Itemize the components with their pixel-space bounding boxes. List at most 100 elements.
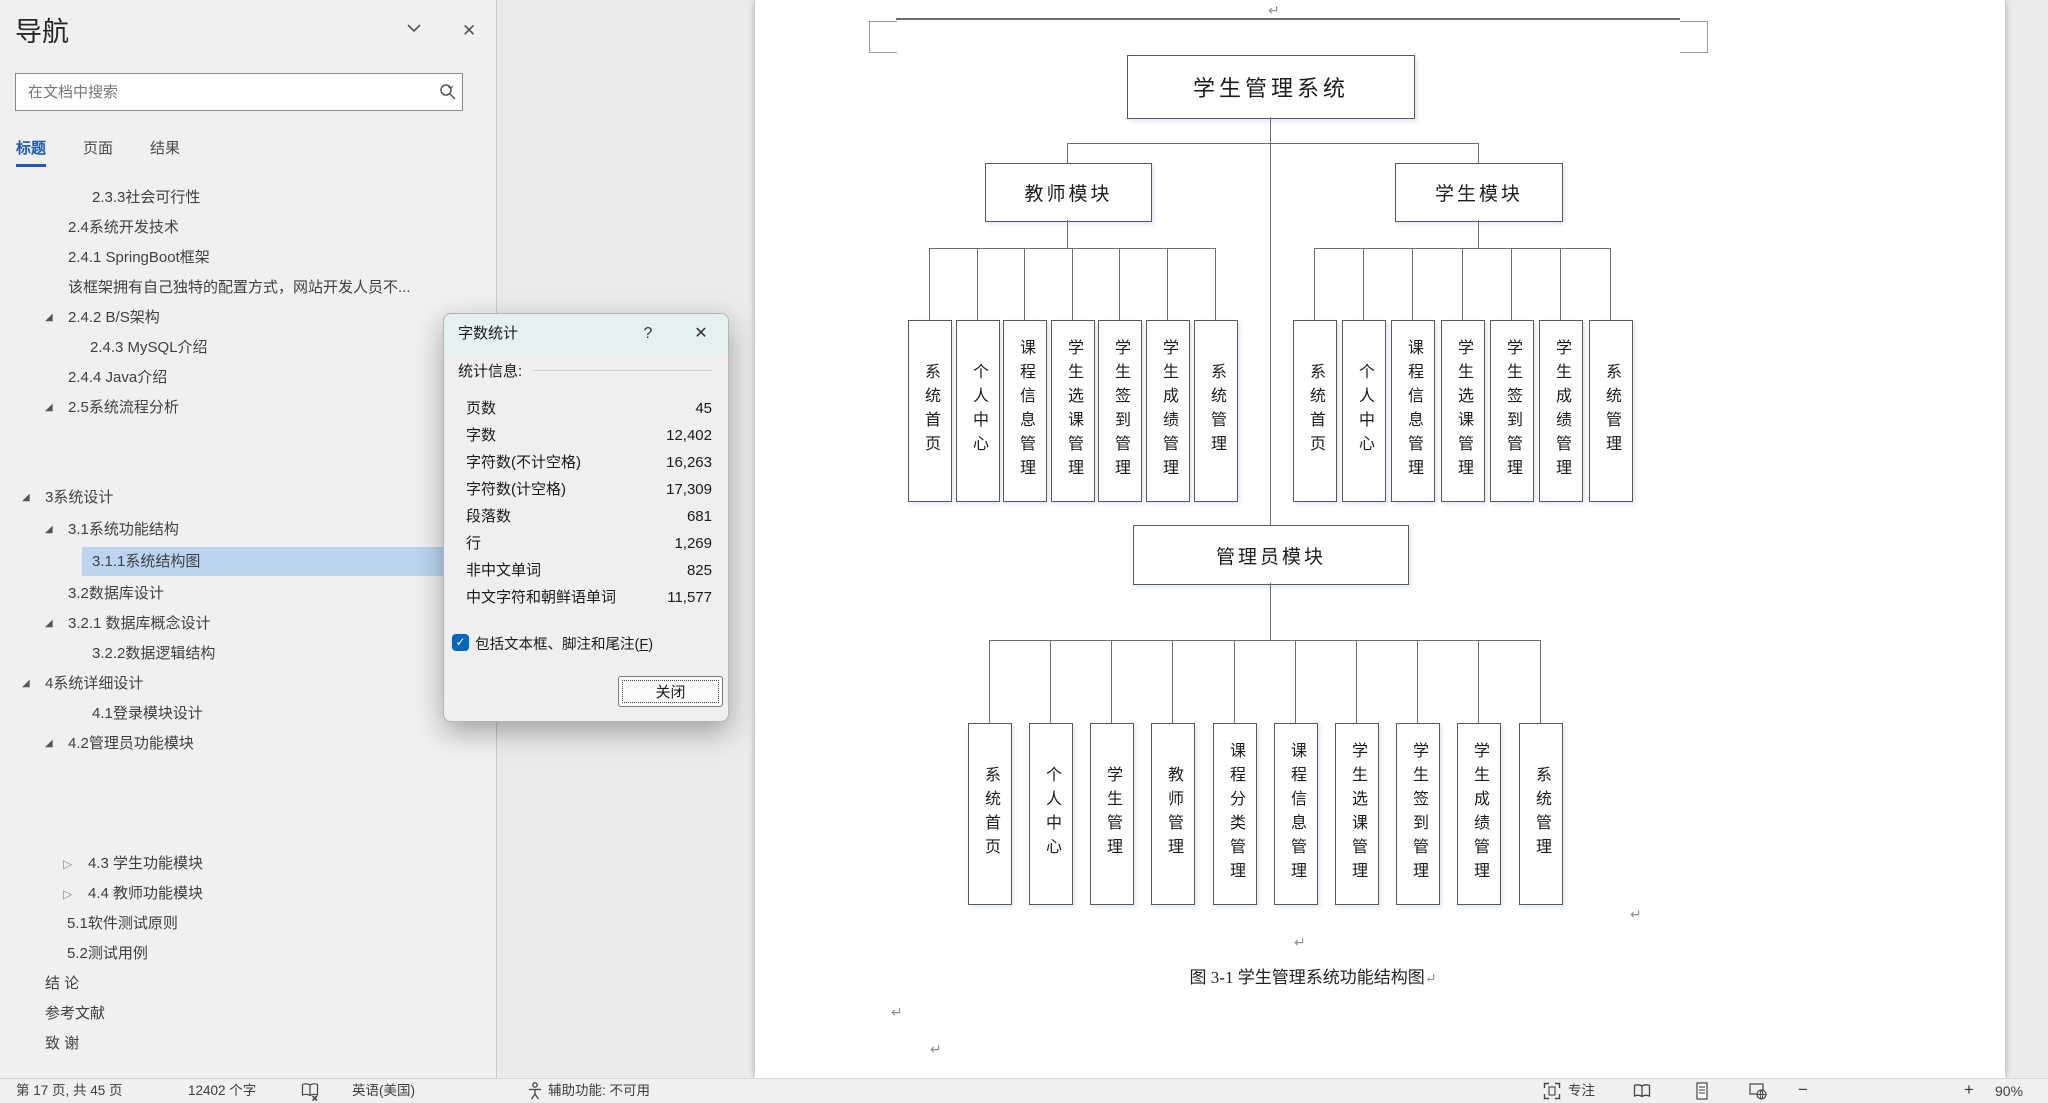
search-input[interactable]	[26, 78, 410, 106]
orgchart-leaf-box: 个人中心	[956, 320, 1000, 502]
leaf-label: 课程信息管理	[1405, 339, 1422, 483]
search-icon[interactable]	[438, 82, 458, 107]
tab-pages[interactable]: 页面	[83, 140, 114, 157]
connector-line	[1363, 248, 1364, 320]
outline-item[interactable]: 参考文献	[45, 1005, 106, 1022]
orgchart-leaf-box: 学生成绩管理	[1146, 320, 1190, 502]
checkbox-label-text: )	[648, 637, 654, 653]
collapse-triangle-icon[interactable]: ▷	[63, 857, 73, 871]
outline-item[interactable]: 3.2数据库设计	[68, 585, 164, 602]
expand-triangle-icon[interactable]: ◢	[45, 402, 53, 413]
zoom-level[interactable]: 90%	[1995, 1083, 2024, 1099]
outline-item[interactable]: 2.4.1 SpringBoot框架	[68, 249, 210, 266]
outline-item[interactable]: 4.3 学生功能模块	[88, 855, 204, 872]
read-mode-icon[interactable]	[1632, 1081, 1652, 1103]
focus-mode-label[interactable]: 专注	[1568, 1083, 1595, 1098]
outline-item[interactable]: 结 论	[45, 975, 80, 992]
leaf-label: 学生选课管理	[1455, 339, 1472, 483]
web-layout-icon[interactable]	[1748, 1081, 1768, 1103]
connector-line	[1119, 248, 1120, 320]
outline-item[interactable]: 2.4.2 B/S架构	[68, 309, 160, 326]
outline-item[interactable]: 2.4.3 MySQL介绍	[90, 339, 208, 356]
outline-item[interactable]: 2.5系统流程分析	[68, 399, 179, 416]
page-indicator[interactable]: 第 17 页, 共 45 页	[16, 1083, 123, 1098]
accessibility-icon[interactable]	[525, 1081, 545, 1103]
paragraph-mark: ↵	[1268, 2, 1280, 18]
connector-line	[1417, 640, 1418, 723]
outline-item[interactable]: 2.3.3社会可行性	[92, 189, 201, 206]
proofing-status-icon[interactable]	[300, 1081, 320, 1103]
dialog-title: 字数统计	[458, 325, 519, 342]
stat-value: 825	[686, 562, 712, 579]
close-button[interactable]: 关闭	[618, 676, 723, 707]
stat-label: 行	[466, 535, 482, 552]
search-options-chevron-icon[interactable]: ⌄	[445, 77, 456, 92]
tab-results[interactable]: 结果	[150, 140, 181, 157]
connector-line	[1172, 640, 1173, 723]
outline-item-selected[interactable]: 3.1.1系统结构图	[92, 553, 201, 570]
dialog-help-icon[interactable]: ?	[643, 325, 653, 342]
nav-collapse-chevron-icon[interactable]	[404, 18, 424, 43]
dialog-titlebar: 字数统计 ? ✕	[444, 314, 728, 354]
expand-triangle-icon[interactable]: ◢	[45, 618, 53, 629]
connector-line	[1560, 248, 1561, 320]
stat-value: 17,309	[666, 481, 712, 498]
orgchart-leaf-box: 学生签到管理	[1396, 723, 1440, 905]
connector-line	[989, 640, 1540, 641]
outline-item[interactable]: 4系统详细设计	[45, 675, 144, 692]
outline-item[interactable]: 3.2.2数据逻辑结构	[92, 645, 216, 662]
outline-item[interactable]: 2.4.4 Java介绍	[68, 369, 168, 386]
zoom-out-button[interactable]: −	[1798, 1080, 1808, 1099]
include-textboxes-checkbox[interactable]: ✓	[452, 634, 469, 651]
outline-item[interactable]: 5.1软件测试原则	[67, 915, 178, 932]
status-bar: 第 17 页, 共 45 页 12402 个字 英语(美国) 辅助功能: 不可用…	[0, 1078, 2048, 1103]
dialog-close-icon[interactable]: ✕	[694, 325, 708, 342]
outline-item-snippet[interactable]: 该框架拥有自己独特的配置方式，网站开发人员不...	[68, 279, 411, 296]
leaf-label: 学生签到管理	[1112, 339, 1129, 483]
leaf-label: 系统管理	[1603, 363, 1620, 459]
leaf-label: 学生签到管理	[1410, 742, 1427, 886]
leaf-label: 系统管理	[1533, 766, 1550, 862]
outline-item[interactable]: 4.1登录模块设计	[92, 705, 203, 722]
leaf-label: 学生成绩管理	[1471, 742, 1488, 886]
outline-item[interactable]: 5.2测试用例	[67, 945, 148, 962]
expand-triangle-icon[interactable]: ◢	[45, 524, 53, 535]
connector-line	[1478, 220, 1479, 248]
connector-line	[929, 248, 930, 320]
orgchart-leaf-box: 学生成绩管理	[1539, 320, 1583, 502]
outline-item[interactable]: 致 谢	[45, 1035, 80, 1052]
outline-item[interactable]: 2.4系统开发技术	[68, 219, 179, 236]
paragraph-mark: ↵	[930, 1041, 942, 1057]
leaf-label: 个人中心	[1356, 363, 1373, 459]
outline-item[interactable]: 3.2.1 数据库概念设计	[68, 615, 211, 632]
connector-line	[1024, 248, 1025, 320]
leaf-label: 课程信息管理	[1017, 339, 1034, 483]
outline-item[interactable]: 3系统设计	[45, 489, 114, 506]
tab-headings[interactable]: 标题	[16, 137, 47, 167]
expand-triangle-icon[interactable]: ◢	[45, 312, 53, 323]
accessibility-status[interactable]: 辅助功能: 不可用	[548, 1083, 651, 1098]
word-count-indicator[interactable]: 12402 个字	[188, 1083, 257, 1098]
outline-item[interactable]: 4.4 教师功能模块	[88, 885, 204, 902]
leaf-label: 个人中心	[1043, 766, 1060, 862]
expand-triangle-icon[interactable]: ◢	[45, 738, 53, 749]
connector-line	[1540, 640, 1541, 723]
orgchart-leaf-box: 学生签到管理	[1490, 320, 1534, 502]
orgchart-leaf-box: 系统首页	[968, 723, 1012, 905]
zoom-in-button[interactable]: +	[1964, 1080, 1974, 1099]
focus-mode-icon[interactable]	[1543, 1082, 1561, 1103]
collapse-triangle-icon[interactable]: ▷	[63, 887, 73, 901]
expand-triangle-icon[interactable]: ◢	[22, 492, 30, 503]
connector-line	[1067, 143, 1478, 144]
print-layout-icon[interactable]	[1692, 1081, 1712, 1103]
nav-close-icon[interactable]: ✕	[462, 21, 477, 40]
language-indicator[interactable]: 英语(美国)	[352, 1083, 415, 1098]
checkbox-accel-key: F	[639, 637, 649, 653]
outline-item[interactable]: 4.2管理员功能模块	[68, 735, 194, 752]
outline-item[interactable]: 3.1系统功能结构	[68, 521, 179, 538]
orgchart-leaf-box: 课程信息管理	[1391, 320, 1435, 502]
expand-triangle-icon[interactable]: ◢	[22, 678, 30, 689]
